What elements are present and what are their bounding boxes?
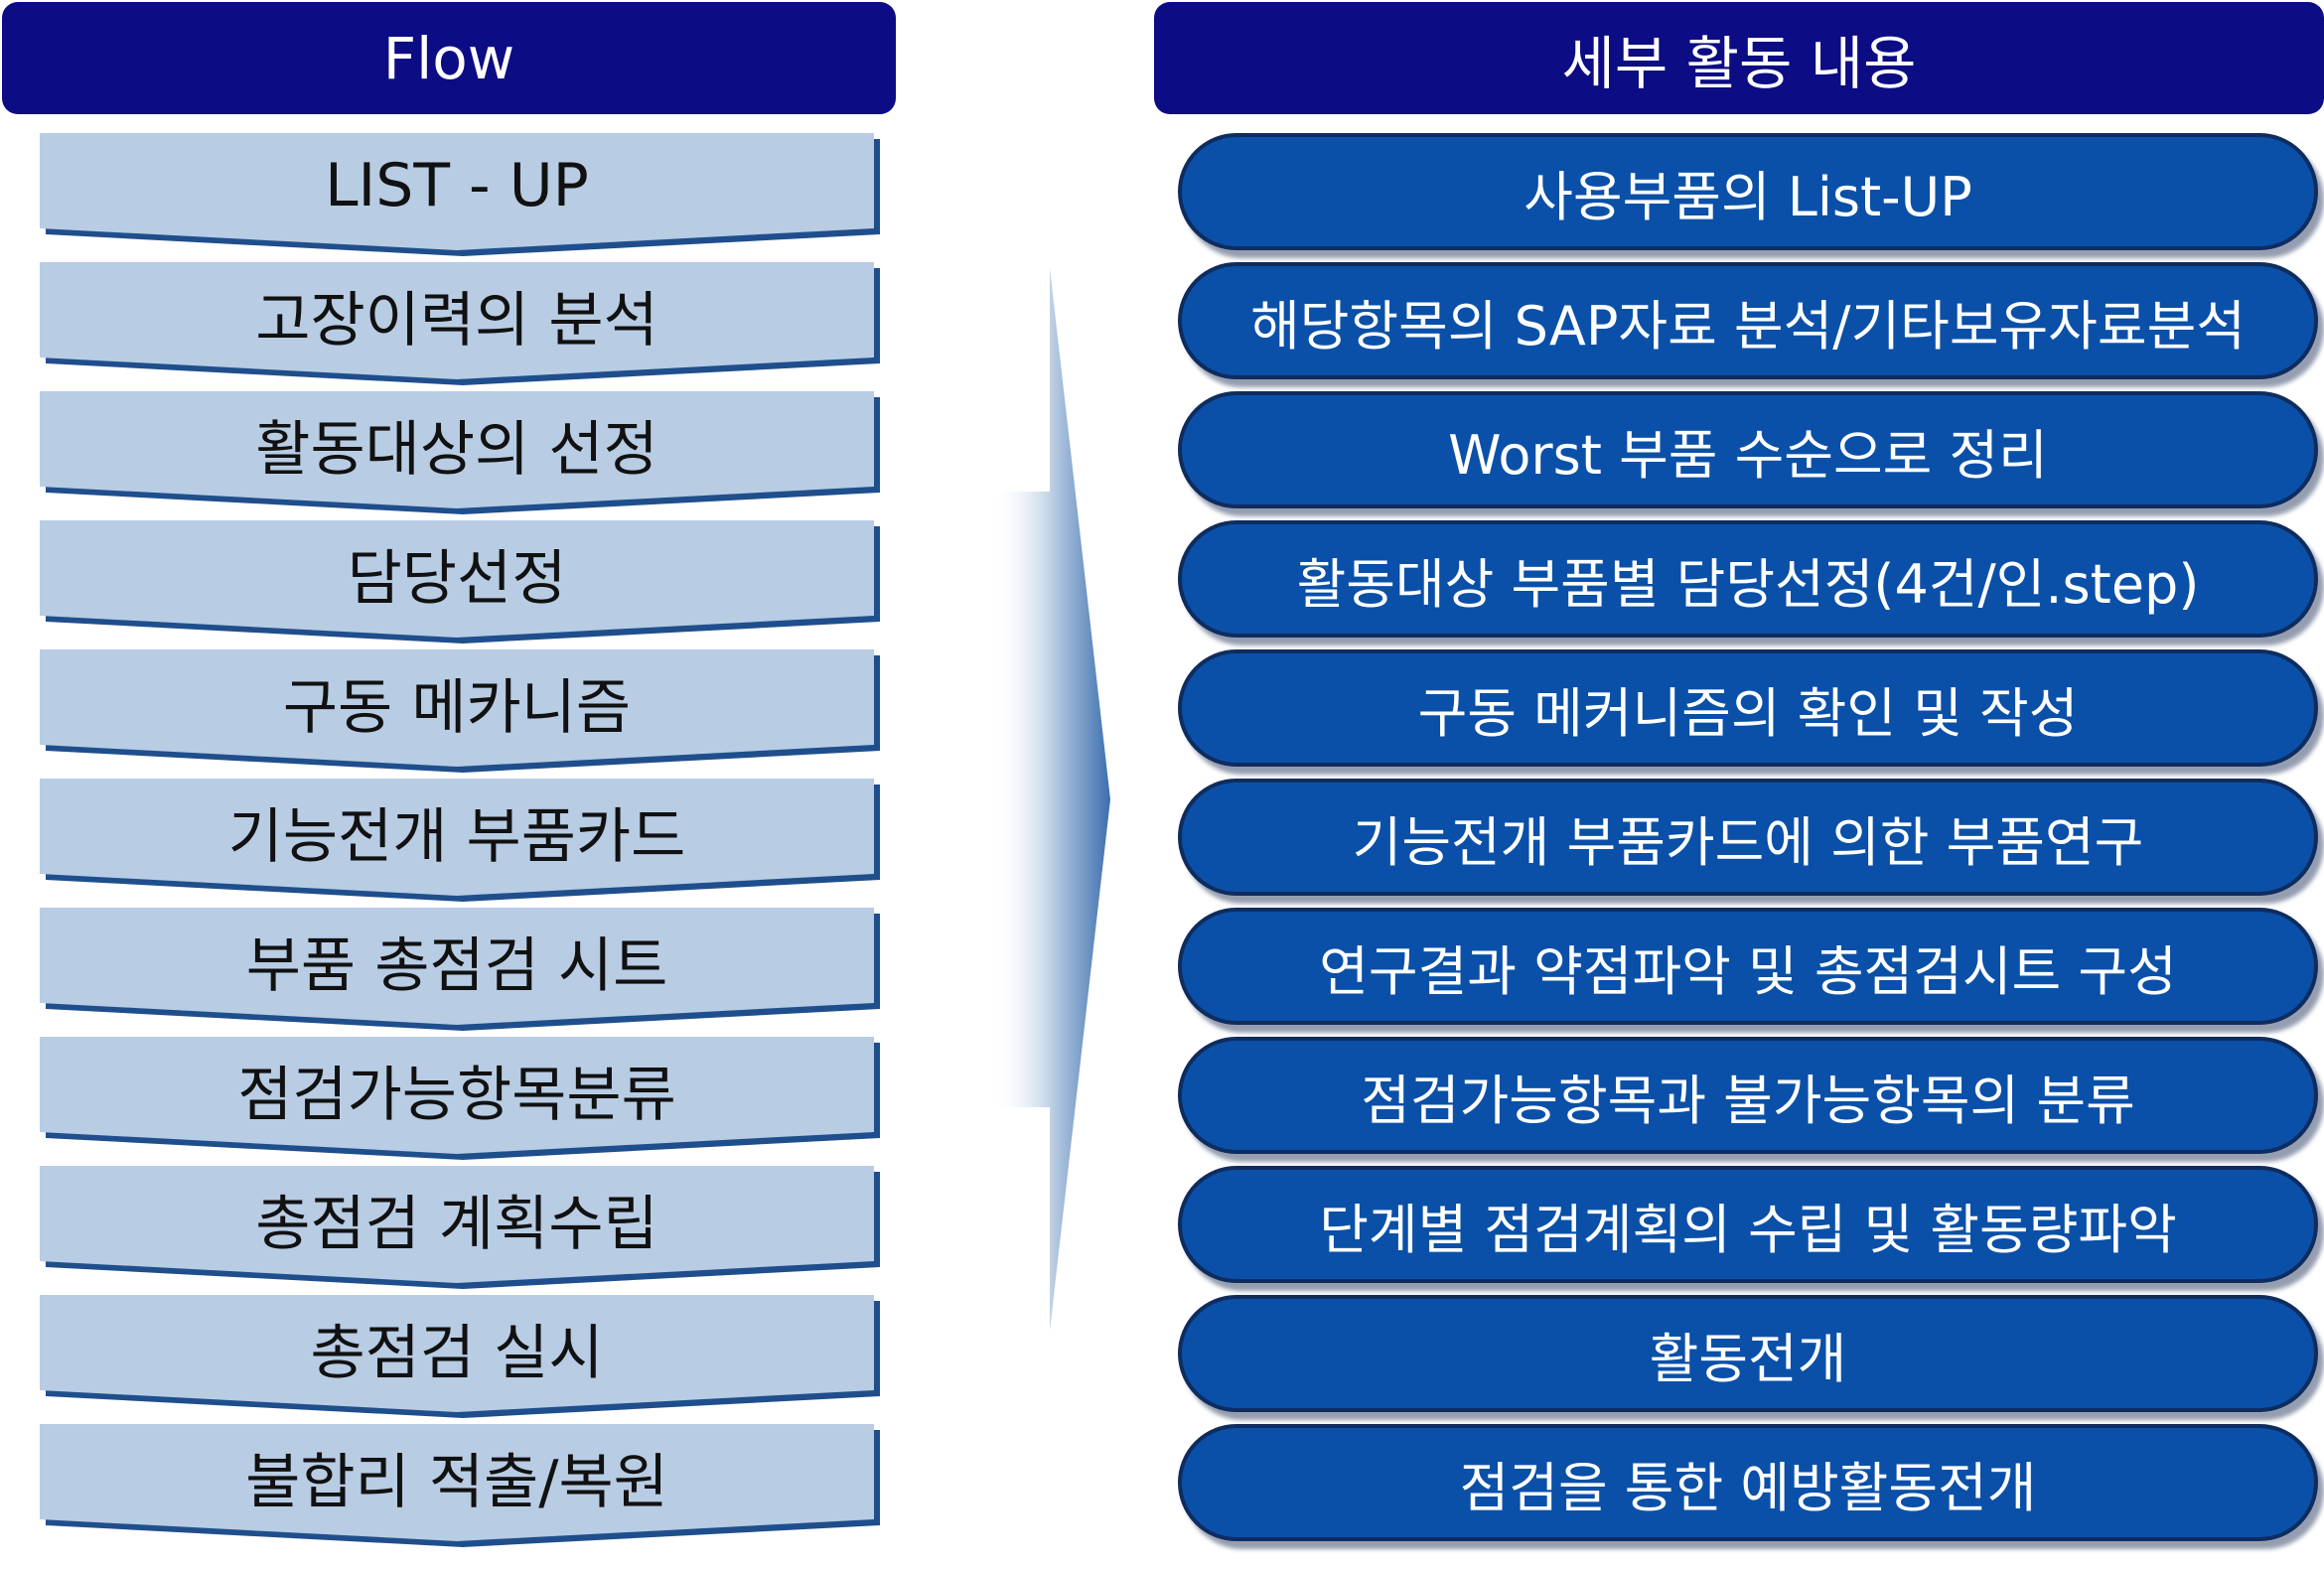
flow-step-label: 총점검 실시	[310, 1318, 604, 1388]
flow-header-label: Flow	[382, 24, 515, 92]
chevron-shape	[40, 1424, 880, 1547]
flow-step-label: 고장이력의 분석	[255, 285, 658, 356]
flow-step: 활동대상의 선정	[40, 391, 880, 520]
flow-step: 구동 메카니즘	[40, 649, 880, 779]
flow-step-label: 불합리 적출/복원	[245, 1447, 668, 1517]
flow-step-label: 담당선정	[347, 543, 567, 614]
flow-step-label: 활동대상의 선정	[255, 414, 658, 485]
detail-step: 점검가능항목과 불가능항목의 분류	[1178, 1037, 2318, 1154]
chevron-shape	[40, 520, 880, 643]
detail-step-label: 활동전개	[1649, 1327, 1847, 1390]
detail-header-label: 세부 활동 내용	[1561, 29, 1917, 97]
chevron-shape	[40, 649, 880, 773]
detail-step: 사용부품의 List-UP	[1178, 133, 2318, 250]
flow-step-label: 부품 총점검 시트	[245, 930, 668, 1001]
chevron-shape	[40, 1295, 880, 1418]
detail-step-label: 단계별 점검계획의 수립 및 활동량파악	[1319, 1198, 2177, 1261]
chevron-shape	[40, 908, 880, 1031]
detail-step: 활동대상 부품별 담당선정(4건/인.step)	[1178, 520, 2318, 638]
flow-step-label: 총점검 계획수립	[255, 1189, 658, 1259]
chevron-shape	[40, 133, 880, 256]
detail-step: 구동 메커니즘의 확인 및 작성	[1178, 649, 2318, 767]
flow-step: 기능전개 부품카드	[40, 779, 880, 908]
detail-step-label: 해당항목의 SAP자료 분석/기타보유자료분석	[1250, 294, 2246, 357]
detail-step-label: 기능전개 부품카드에 의한 부품연구	[1352, 810, 2144, 874]
detail-step-label: 연구결과 약점파악 및 총점검시트 구성	[1319, 939, 2177, 1003]
flow-step: 불합리 적출/복원	[40, 1424, 880, 1553]
flow-step-label: 점검가능항목분류	[237, 1060, 676, 1130]
detail-step: 연구결과 약점파악 및 총점검시트 구성	[1178, 908, 2318, 1025]
chevron-shape	[40, 391, 880, 514]
detail-step: Worst 부품 수순으로 정리	[1178, 391, 2318, 508]
detail-step: 단계별 점검계획의 수립 및 활동량파악	[1178, 1166, 2318, 1283]
detail-step-label: Worst 부품 수순으로 정리	[1448, 423, 2048, 487]
detail-step: 해당항목의 SAP자료 분석/기타보유자료분석	[1178, 262, 2318, 379]
flow-step: 부품 총점검 시트	[40, 908, 880, 1037]
detail-step: 점검을 통한 예방활동전개	[1178, 1424, 2318, 1541]
detail-step-label: 활동대상 부품별 담당선정(4건/인.step)	[1296, 552, 2200, 616]
chevron-shape	[40, 1037, 880, 1160]
flow-header: Flow	[2, 2, 896, 114]
detail-step-label: 구동 메커니즘의 확인 및 작성	[1417, 681, 2079, 745]
flow-step: 점검가능항목분류	[40, 1037, 880, 1166]
detail-step-label: 점검을 통한 예방활동전개	[1459, 1456, 2037, 1519]
chevron-shape	[40, 262, 880, 385]
flow-step-label: LIST - UP	[325, 151, 589, 220]
chevron-shape	[40, 1166, 880, 1289]
flow-step: 총점검 계획수립	[40, 1166, 880, 1295]
chevron-shape	[40, 779, 880, 902]
flow-step: LIST - UP	[40, 133, 880, 262]
detail-step-label: 점검가능항목과 불가능항목의 분류	[1361, 1069, 2135, 1132]
detail-step-label: 사용부품의 List-UP	[1524, 165, 1972, 228]
flow-step: 총점검 실시	[40, 1295, 880, 1424]
detail-step: 활동전개	[1178, 1295, 2318, 1412]
flow-steps: LIST - UP 고장이력의 분석 활동대상의 선정 담당선정 구동 메카니즘…	[40, 133, 880, 1553]
detail-step: 기능전개 부품카드에 의한 부품연구	[1178, 779, 2318, 896]
detail-header: 세부 활동 내용	[1154, 2, 2324, 114]
flow-step-label: 기능전개 부품카드	[227, 801, 686, 872]
detail-steps: 사용부품의 List-UP 해당항목의 SAP자료 분석/기타보유자료분석 Wo…	[1170, 133, 2322, 1563]
flow-step-label: 구동 메카니즘	[282, 672, 632, 743]
flow-direction-arrow-icon	[993, 268, 1110, 1331]
flow-step: 담당선정	[40, 520, 880, 649]
flow-step: 고장이력의 분석	[40, 262, 880, 391]
